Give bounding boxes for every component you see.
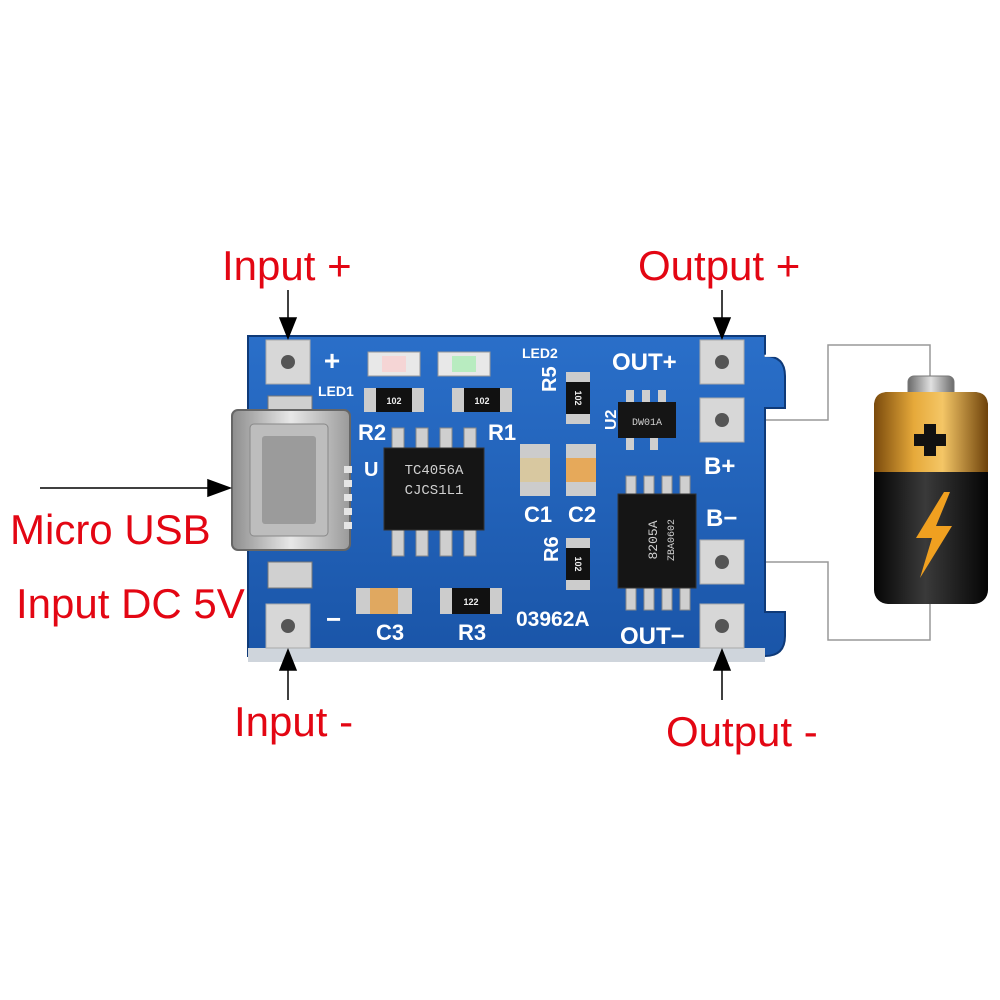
battery-wires — [745, 344, 931, 641]
arrow-output-plus — [712, 317, 732, 341]
micro-usb-connector — [231, 395, 352, 589]
silk-b-plus: B+ — [704, 453, 735, 480]
callout-labels: Input + Output + Input - Output - Micro … — [10, 242, 818, 755]
silk-out-plus: OUT+ — [612, 349, 677, 376]
silk-led2: LED2 — [522, 345, 558, 361]
r3-code: 122 — [463, 597, 478, 607]
capacitor-c3 — [356, 588, 412, 614]
r6-code: 102 — [573, 556, 583, 571]
pads — [265, 339, 745, 649]
plus-icon — [914, 424, 946, 456]
silk-board-id: 03962A — [516, 608, 590, 631]
battery-icon — [874, 375, 988, 604]
pad-b-minus — [699, 539, 745, 585]
arrow-micro-usb — [207, 478, 233, 498]
silk-plus: + — [324, 345, 340, 376]
label-input-minus: Input - — [234, 698, 353, 745]
silk-minus: − — [326, 604, 341, 634]
silkscreen-labels: + LED1 LED2 R2 R1 U R5 U2 C1 C2 R6 − C3 … — [318, 345, 780, 650]
silk-r2: R2 — [358, 420, 386, 445]
r5-code: 102 — [573, 390, 583, 405]
label-input-plus: Input + — [222, 242, 352, 289]
silk-r1: R1 — [488, 420, 516, 445]
r1-code: 102 — [474, 396, 489, 406]
charger-ic: TC4056A CJCS1L1 — [383, 427, 485, 557]
resistor-r3: 122 — [440, 588, 502, 614]
label-input-dc: Input DC 5V — [16, 580, 245, 627]
mosfet-ic: 8205A ZBA0602 — [617, 475, 697, 611]
label-micro-usb: Micro USB — [10, 506, 211, 553]
silk-k: k — [763, 349, 780, 358]
silk-r3: R3 — [458, 620, 486, 645]
resistor-r2: 102 — [364, 388, 424, 412]
silk-u2: U2 — [603, 409, 620, 430]
resistor-r1: 102 — [452, 388, 512, 412]
protection-ic-text: DW01A — [632, 418, 662, 429]
silk-r6: R6 — [541, 536, 563, 562]
resistor-r6: 102 — [566, 538, 590, 590]
silk-c1: C1 — [524, 502, 552, 527]
silk-b-minus: B− — [706, 505, 737, 532]
label-output-minus: Output - — [666, 708, 818, 755]
capacitor-c2 — [566, 444, 596, 496]
charger-ic-line2: CJCS1L1 — [405, 483, 464, 499]
silk-c2: C2 — [568, 502, 596, 527]
mosfet-ic-line2: ZBA0602 — [667, 519, 678, 561]
resistors: 102 102 102 102 122 — [364, 372, 590, 614]
arrow-input-minus — [278, 647, 298, 671]
arrow-output-minus — [712, 647, 732, 671]
silk-c3: C3 — [376, 620, 404, 645]
led-components — [367, 351, 491, 377]
silk-u1: U — [364, 459, 378, 481]
protection-ic: DW01A — [618, 390, 676, 450]
silk-led1: LED1 — [318, 383, 354, 399]
lightning-bolt-icon — [916, 492, 952, 578]
mosfet-ic-line1: 8205A — [646, 520, 661, 559]
label-output-plus: Output + — [638, 242, 800, 289]
callout-arrows — [40, 290, 732, 700]
resistor-r5: 102 — [566, 372, 590, 424]
silk-r5: R5 — [539, 366, 561, 392]
silk-out-minus: OUT− — [620, 623, 685, 650]
charger-ic-line1: TC4056A — [405, 463, 464, 479]
pcb-edge — [248, 648, 765, 662]
capacitor-c1 — [520, 444, 550, 496]
arrow-input-plus — [278, 317, 298, 341]
capacitors — [356, 444, 596, 614]
r2-code: 102 — [386, 396, 401, 406]
